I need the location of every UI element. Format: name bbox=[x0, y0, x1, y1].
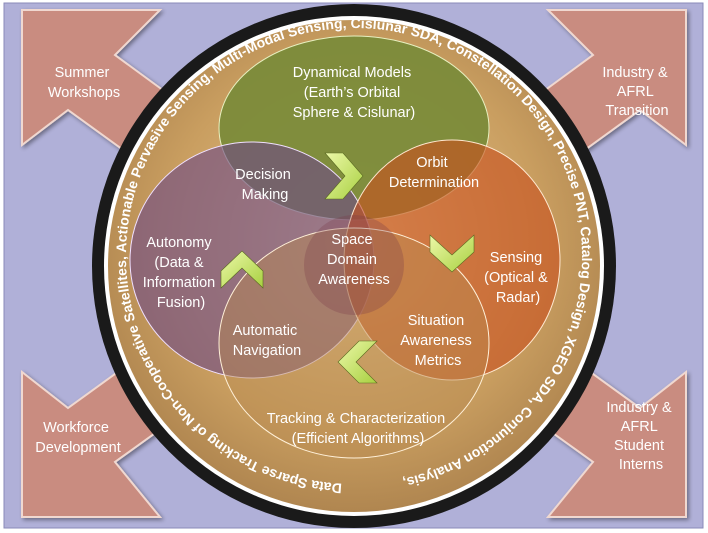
chevron-down-icon bbox=[429, 234, 475, 273]
label-automatic-navigation: Automatic Navigation bbox=[233, 323, 302, 359]
label-autonomy: Autonomy (Data & Information Fusion) bbox=[143, 235, 220, 311]
label-dynamical-models: Dynamical Models (Earth’s Orbital Sphere… bbox=[293, 65, 416, 121]
label-tracking: Tracking & Characterization (Efficient A… bbox=[267, 411, 449, 447]
label-space-domain-awareness: Space Domain Awareness bbox=[318, 232, 389, 288]
center-overlap bbox=[304, 215, 404, 315]
arrow-label-top-right: Industry & AFRL Transition bbox=[602, 65, 671, 119]
arrow-label-top-left: Summer Workshops bbox=[48, 65, 120, 101]
chevron-left-icon bbox=[337, 340, 378, 384]
arrow-label-bottom-left: Workforce Development bbox=[35, 420, 120, 456]
circle-tracking bbox=[218, 227, 490, 459]
label-situation-awareness: Situation Awareness Metrics bbox=[400, 313, 476, 369]
label-sensing: Sensing (Optical & Radar) bbox=[484, 250, 552, 306]
chevron-right-icon bbox=[324, 152, 364, 200]
chevron-up-icon bbox=[220, 250, 264, 289]
arrow-label-bottom-right: Industry & AFRL Student Interns bbox=[606, 400, 675, 473]
label-orbit-determination: Orbit Determination bbox=[389, 155, 479, 191]
label-decision-making: Decision Making bbox=[235, 167, 295, 203]
chevrons bbox=[220, 152, 475, 384]
